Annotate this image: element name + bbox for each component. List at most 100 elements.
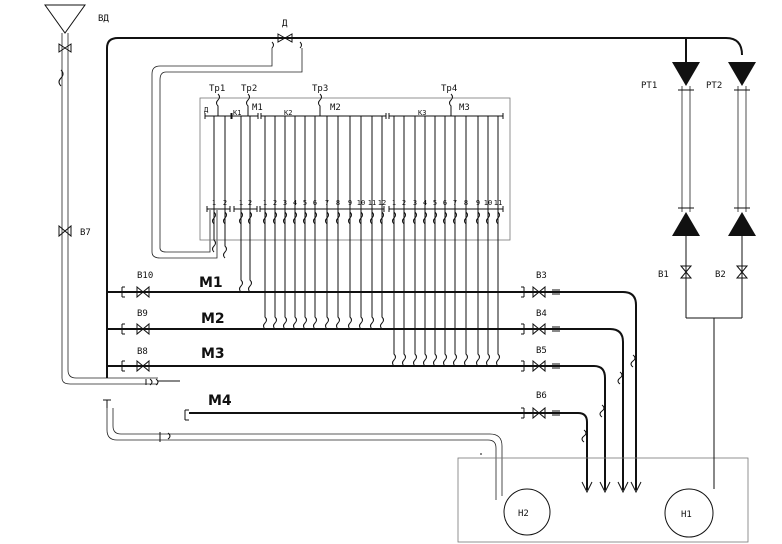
tube-joint: [453, 211, 457, 225]
label-b8: В8: [137, 347, 148, 357]
valve-d-icon[interactable]: [277, 33, 293, 43]
label-tr1: Тр1: [209, 84, 225, 94]
rt2-top-triangle: [728, 62, 756, 86]
tube-joint: [248, 211, 252, 225]
pump-h2-icon: [503, 488, 551, 536]
label-rt2: РТ2: [706, 81, 722, 91]
label-tr4: Тр4: [441, 84, 457, 94]
tube-joint: [293, 211, 297, 225]
manifold-m1: В10 М1 В3: [107, 271, 637, 490]
tube-line: [336, 116, 340, 330]
tube-joint: [402, 211, 406, 225]
label-k2: К2: [284, 109, 292, 117]
tube-line: [303, 116, 307, 330]
valve-b9-icon[interactable]: [136, 322, 150, 336]
label-h2: Н2: [518, 509, 529, 519]
tube-line: [313, 116, 317, 330]
label-tr3: Тр3: [312, 84, 328, 94]
manifold-headers: Д К1 М1 К2 М2 К3 М3: [204, 103, 504, 212]
tube-line: [413, 116, 417, 367]
tube-joint: [423, 211, 427, 225]
label-m3-small: М3: [459, 103, 470, 113]
tube-line: [325, 116, 329, 330]
tube-line: [453, 116, 457, 367]
tube-line: [293, 116, 297, 330]
tube-line: [464, 116, 468, 367]
tube-line: [476, 116, 480, 367]
vd-drain-pipe: В7: [58, 33, 180, 386]
return-arrows: [581, 481, 642, 494]
tube-joint: [392, 211, 396, 225]
tube-joint: [359, 211, 363, 225]
measurement-panel: [199, 97, 511, 241]
valve-b4-icon[interactable]: [532, 322, 546, 336]
filter-rt2: РТ2 В2: [706, 62, 756, 318]
tube-line: [283, 116, 287, 330]
tube-joint: [348, 211, 352, 225]
label-m4: М4: [208, 393, 232, 409]
tube-joint: [413, 211, 417, 225]
drain-line-h2: [106, 408, 503, 500]
manifold-m4: М4 В6: [103, 391, 588, 490]
valve-b3-icon[interactable]: [532, 285, 546, 299]
label-b5: В5: [536, 346, 547, 356]
valve-icon[interactable]: [58, 43, 72, 53]
valve-b1-icon[interactable]: [679, 265, 693, 279]
tube-joint: [380, 211, 384, 225]
pump-h2: Н2: [503, 488, 551, 536]
funnel-vd: ВД: [44, 4, 109, 34]
rt2-bottom-triangle: [728, 212, 756, 236]
tube-joint: [239, 211, 243, 225]
tube-line: [423, 116, 427, 367]
tube-joint: [336, 211, 340, 225]
valve-b2-icon[interactable]: [735, 265, 749, 279]
valve-b6-icon[interactable]: [532, 406, 546, 420]
tube-lines: [212, 116, 500, 367]
label-k1: К1: [233, 109, 241, 117]
tube-line: [433, 116, 437, 367]
funnel-icon: [44, 4, 86, 34]
label-b4: В4: [536, 309, 547, 319]
label-b2: В2: [715, 270, 726, 280]
tube-line: [402, 116, 406, 367]
tube-joint: [303, 211, 307, 225]
label-vd: ВД: [98, 14, 109, 24]
tube-line: [443, 116, 447, 367]
tube-joint: [212, 211, 216, 225]
rt1-top-triangle: [672, 62, 700, 86]
tube-line: [248, 116, 252, 293]
valve-b8-icon[interactable]: [136, 359, 150, 373]
manifold-m2: В9 М2 В4: [107, 309, 624, 490]
label-k3: К3: [418, 109, 426, 117]
tube-joint: [283, 211, 287, 225]
manifold-m3: В8 М3 В5: [107, 346, 606, 490]
tube-line: [348, 116, 352, 330]
tube-line: [239, 116, 243, 293]
tube-joint: [325, 211, 329, 225]
tube-line: [212, 116, 216, 253]
pump-h1: Н1: [664, 488, 714, 538]
tube-joint: [496, 211, 500, 225]
tube-joint: [443, 211, 447, 225]
tube-line: [380, 116, 384, 330]
tube-line: [263, 116, 267, 330]
tube-line: [359, 116, 363, 330]
main-pipe: Д: [106, 19, 743, 378]
label-m3: М3: [201, 346, 225, 362]
valve-b10-icon[interactable]: [136, 285, 150, 299]
label-b3: В3: [536, 271, 547, 281]
flex-joint-icon: [58, 69, 64, 87]
tube-joint: [273, 211, 277, 225]
rt1-bottom-triangle: [672, 212, 700, 236]
pump-h1-supply: [686, 317, 742, 489]
label-b1: В1: [658, 270, 669, 280]
label-rt1: РТ1: [641, 81, 657, 91]
label-b6: В6: [536, 391, 547, 401]
tube-line: [392, 116, 396, 367]
valve-b5-icon[interactable]: [532, 359, 546, 373]
label-d-small: Д: [204, 106, 209, 114]
valve-b7-icon[interactable]: [58, 224, 72, 238]
